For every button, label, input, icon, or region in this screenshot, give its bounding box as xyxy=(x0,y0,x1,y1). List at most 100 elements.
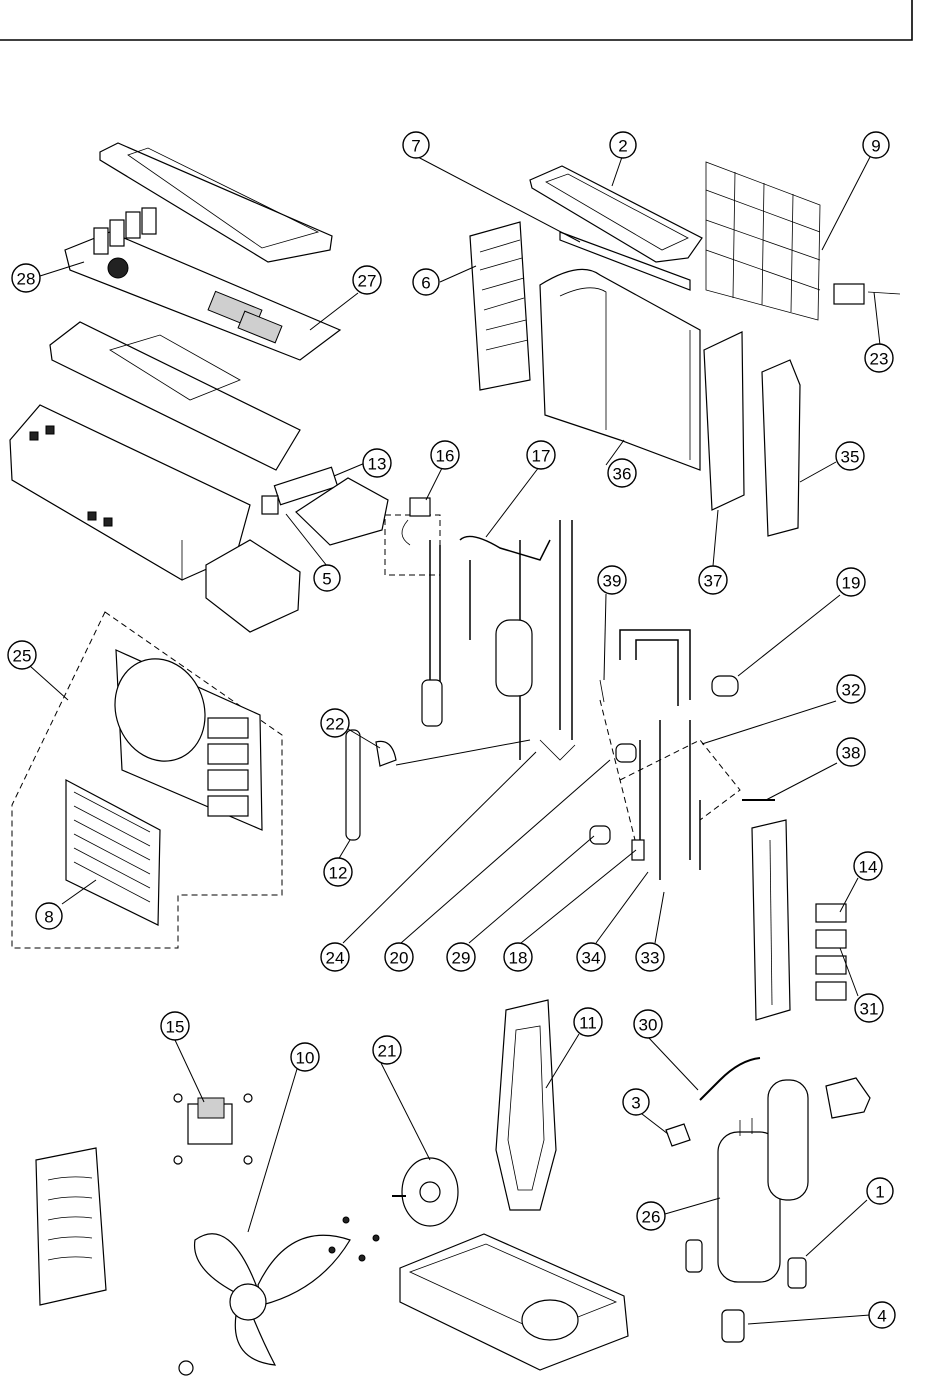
coil-box xyxy=(385,498,440,575)
svg-text:37: 37 xyxy=(704,572,723,591)
svg-text:28: 28 xyxy=(17,270,36,289)
svg-text:10: 10 xyxy=(296,1049,315,1068)
callout-26: 26 xyxy=(637,1202,665,1230)
callout-11: 11 xyxy=(574,1008,602,1036)
svg-text:8: 8 xyxy=(44,908,53,927)
callout-3: 3 xyxy=(623,1089,649,1115)
svg-text:39: 39 xyxy=(603,572,622,591)
callout-1: 1 xyxy=(867,1178,893,1204)
svg-text:35: 35 xyxy=(841,448,860,467)
svg-text:22: 22 xyxy=(326,715,345,734)
svg-text:25: 25 xyxy=(13,647,32,666)
callout-2: 2 xyxy=(610,132,636,158)
callout-27: 27 xyxy=(353,266,381,294)
svg-text:23: 23 xyxy=(870,350,889,369)
callout-38: 38 xyxy=(837,738,865,766)
callout-25: 25 xyxy=(8,641,36,669)
callout-31: 31 xyxy=(855,994,883,1022)
svg-text:33: 33 xyxy=(641,949,660,968)
callout-13: 13 xyxy=(363,449,391,477)
svg-text:4: 4 xyxy=(877,1307,886,1326)
svg-text:13: 13 xyxy=(368,455,387,474)
fan-grille xyxy=(66,780,160,925)
compressor xyxy=(718,1080,808,1282)
callout-39: 39 xyxy=(598,566,626,594)
callout-14: 14 xyxy=(854,852,882,880)
svg-text:38: 38 xyxy=(842,744,861,763)
svg-text:3: 3 xyxy=(631,1094,640,1113)
svg-text:18: 18 xyxy=(509,949,528,968)
svg-text:31: 31 xyxy=(860,1000,879,1019)
svg-text:15: 15 xyxy=(166,1018,185,1037)
callout-10: 10 xyxy=(291,1043,319,1071)
callout-15: 15 xyxy=(161,1012,189,1040)
svg-text:26: 26 xyxy=(642,1208,661,1227)
callout-37: 37 xyxy=(699,566,727,594)
svg-text:5: 5 xyxy=(322,570,331,589)
svg-text:1: 1 xyxy=(875,1183,884,1202)
side-shroud xyxy=(36,1148,106,1305)
wire-guard xyxy=(706,162,820,320)
svg-text:20: 20 xyxy=(390,949,409,968)
callout-20: 20 xyxy=(385,943,413,971)
svg-text:30: 30 xyxy=(639,1016,658,1035)
heat-exchanger xyxy=(540,269,700,470)
svg-text:11: 11 xyxy=(579,1014,597,1033)
svg-text:34: 34 xyxy=(582,949,601,968)
svg-text:27: 27 xyxy=(358,272,377,291)
callout-12: 12 xyxy=(324,858,352,886)
terminal-cover xyxy=(826,1078,870,1118)
fan-motor xyxy=(392,1158,458,1226)
side-rail xyxy=(752,820,790,1020)
svg-text:12: 12 xyxy=(329,864,348,883)
transformer xyxy=(174,1094,252,1164)
svg-text:24: 24 xyxy=(326,949,345,968)
callout-36: 36 xyxy=(608,459,636,487)
svg-text:2: 2 xyxy=(618,137,627,156)
svg-text:36: 36 xyxy=(613,465,632,484)
callout-9: 9 xyxy=(863,132,889,158)
side-grille xyxy=(470,222,530,390)
callout-18: 18 xyxy=(504,943,532,971)
callout-7: 7 xyxy=(403,132,429,158)
svg-text:29: 29 xyxy=(452,949,471,968)
callout-24: 24 xyxy=(321,943,349,971)
callout-16: 16 xyxy=(431,441,459,469)
callout-30: 30 xyxy=(634,1010,662,1038)
callout-21: 21 xyxy=(373,1036,401,1064)
callout-35: 35 xyxy=(836,442,864,470)
callout-32: 32 xyxy=(837,675,865,703)
base-pan xyxy=(400,1234,628,1370)
callout-17: 17 xyxy=(527,441,555,469)
callout-33: 33 xyxy=(636,943,664,971)
callout-4: 4 xyxy=(869,1302,895,1328)
terminal-block xyxy=(262,467,388,545)
header-frame xyxy=(0,0,912,40)
callout-6: 6 xyxy=(413,269,439,295)
top-panel xyxy=(530,166,702,262)
callout-34: 34 xyxy=(577,943,605,971)
svg-text:19: 19 xyxy=(842,574,861,593)
callout-29: 29 xyxy=(447,943,475,971)
svg-text:9: 9 xyxy=(871,137,880,156)
callout-8: 8 xyxy=(36,903,62,929)
valve-assembly xyxy=(590,630,775,880)
svg-text:17: 17 xyxy=(532,447,551,466)
refrigerant-piping xyxy=(422,520,575,760)
svg-text:21: 21 xyxy=(378,1042,397,1061)
temperature-sensor xyxy=(834,284,900,304)
callout-5: 5 xyxy=(314,565,340,591)
svg-text:14: 14 xyxy=(859,858,878,877)
callout-23: 23 xyxy=(865,344,893,372)
callout-22: 22 xyxy=(321,709,349,737)
svg-text:6: 6 xyxy=(421,274,430,293)
motor-support xyxy=(496,1000,556,1210)
callout-28: 28 xyxy=(12,264,40,292)
svg-text:7: 7 xyxy=(411,137,420,156)
callout-19: 19 xyxy=(837,568,865,596)
side-plate xyxy=(704,332,744,510)
svg-text:16: 16 xyxy=(436,447,455,466)
parts-drawing xyxy=(10,143,900,1375)
svg-text:32: 32 xyxy=(842,681,861,700)
